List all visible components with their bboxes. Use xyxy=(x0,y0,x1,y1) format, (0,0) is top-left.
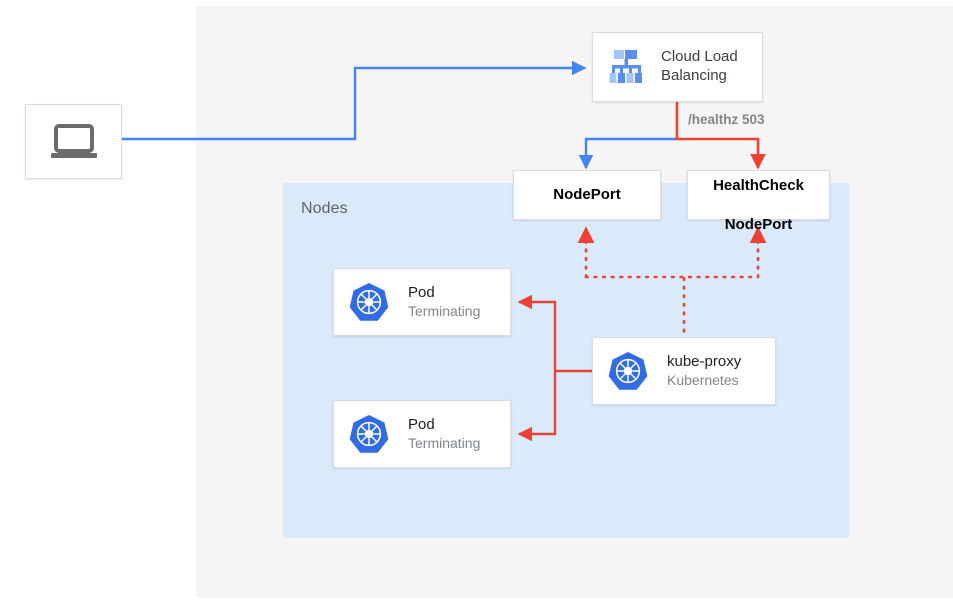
client-node[interactable] xyxy=(25,104,122,179)
healthcheck-nodeport-line2: NodePort xyxy=(724,215,793,233)
kube-proxy-title: kube-proxy xyxy=(667,352,742,370)
pod-bottom-subtitle: Terminating xyxy=(408,434,481,451)
kubernetes-icon xyxy=(346,411,392,457)
healthz-edge-label: /healthz 503 xyxy=(688,112,765,127)
healthcheck-nodeport-label: HealthCheck NodePort xyxy=(713,156,804,234)
kube-proxy-subtitle: Kubernetes xyxy=(667,371,739,388)
pod-top-title: Pod xyxy=(408,283,435,301)
healthcheck-nodeport-line1: HealthCheck xyxy=(713,176,804,194)
pod-top-node[interactable]: Pod Terminating xyxy=(333,268,511,336)
cloud-load-balancing-title-line1: Cloud Load xyxy=(661,48,738,66)
nodeport-node[interactable]: NodePort xyxy=(513,170,661,220)
pod-bottom-title: Pod xyxy=(408,415,435,433)
kubernetes-icon xyxy=(346,279,392,325)
pod-bottom-node[interactable]: Pod Terminating xyxy=(333,400,511,468)
nodes-group-label: Nodes xyxy=(301,200,348,217)
cloud-load-balancing-node[interactable]: Cloud Load Balancing xyxy=(592,32,763,102)
healthcheck-nodeport-node[interactable]: HealthCheck NodePort xyxy=(687,170,830,233)
pod-top-subtitle: Terminating xyxy=(408,302,481,319)
kubernetes-icon xyxy=(605,348,651,394)
cloud-load-balancing-title-line2: Balancing xyxy=(661,67,727,84)
cloud-load-balancing-icon xyxy=(603,43,651,91)
nodeport-label: NodePort xyxy=(553,186,621,204)
kube-proxy-node[interactable]: kube-proxy Kubernetes xyxy=(592,337,776,405)
laptop-icon xyxy=(48,122,100,162)
